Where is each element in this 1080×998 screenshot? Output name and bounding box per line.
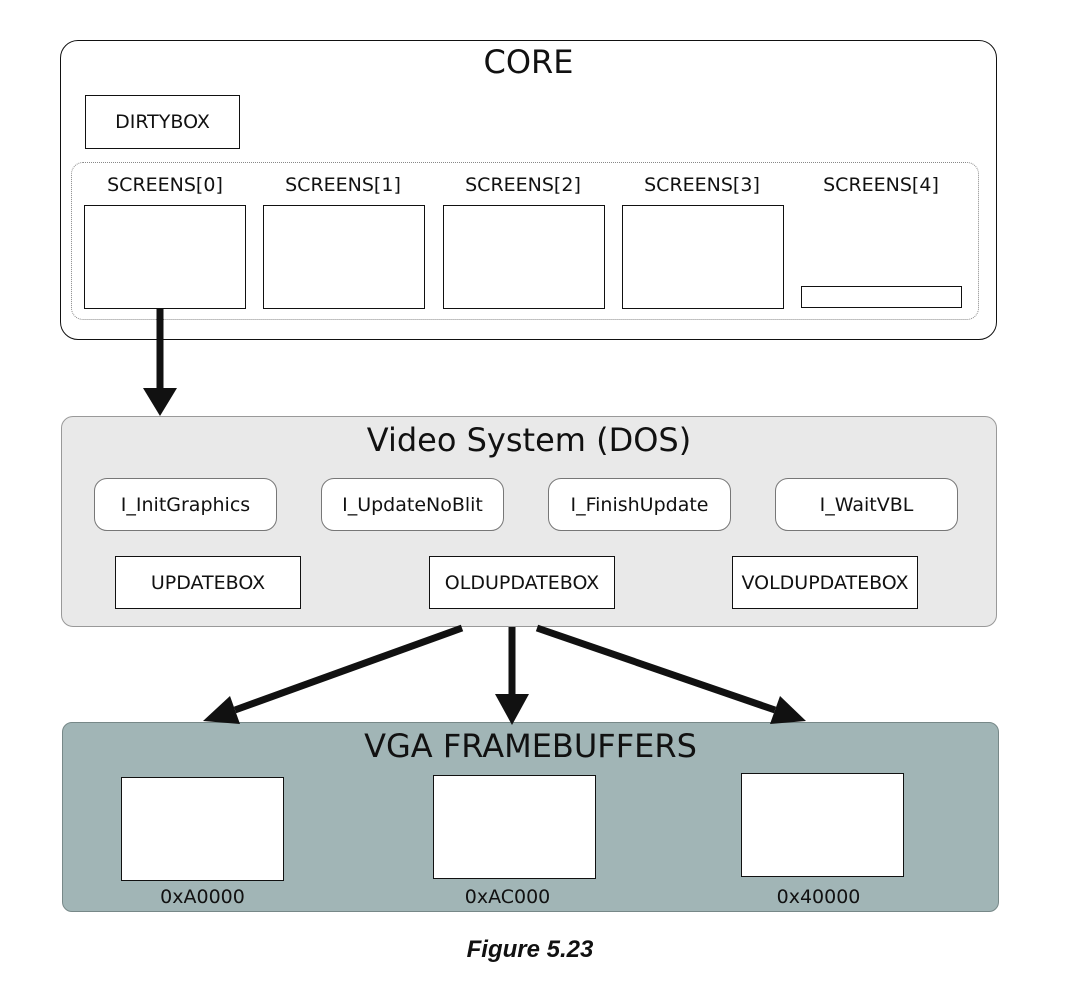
- arrow-video-to-framebuffer-2: [535, 624, 806, 724]
- screen-buffer-1: [263, 205, 425, 309]
- framebuffer-1: [433, 775, 596, 879]
- screens-4-label: SCREENS[4]: [823, 174, 939, 196]
- i-waitvbl-function: I_WaitVBL: [775, 478, 958, 531]
- arrow-video-to-framebuffer-1: [495, 627, 529, 725]
- screen-buffer-2: [443, 205, 605, 309]
- voldupdatebox: VOLDUPDATEBOX: [732, 556, 918, 609]
- i-finishupdate-function: I_FinishUpdate: [548, 478, 731, 531]
- video-system-title: Video System (DOS): [366, 421, 692, 459]
- screens-1-label: SCREENS[1]: [285, 174, 401, 196]
- framebuffer-2: [741, 773, 904, 877]
- i-updatenoblit-function: I_UpdateNoBlit: [321, 478, 504, 531]
- screens-0-label: SCREENS[0]: [107, 174, 223, 196]
- vga-framebuffers-title: VGA FRAMEBUFFERS: [364, 727, 697, 765]
- screens-2-label: SCREENS[2]: [465, 174, 581, 196]
- framebuffer-2-address: 0x40000: [776, 886, 861, 908]
- screens-group: [71, 162, 979, 320]
- screen-buffer-0: [84, 205, 246, 309]
- figure-caption: Figure 5.23: [466, 936, 594, 963]
- screen-buffer-3: [622, 205, 784, 309]
- core-title: CORE: [483, 43, 574, 81]
- arrow-core-to-video: [143, 308, 177, 416]
- dirtybox: DIRTYBOX: [85, 95, 240, 149]
- arrow-video-to-framebuffer-0: [203, 624, 464, 724]
- screen-buffer-4: [801, 286, 962, 308]
- framebuffer-1-address: 0xAC000: [464, 886, 551, 908]
- oldupdatebox: OLDUPDATEBOX: [429, 556, 615, 609]
- screens-3-label: SCREENS[3]: [644, 174, 760, 196]
- framebuffer-0-address: 0xA0000: [160, 886, 245, 908]
- framebuffer-0: [121, 777, 284, 881]
- i-initgraphics-function: I_InitGraphics: [94, 478, 277, 531]
- updatebox: UPDATEBOX: [115, 556, 301, 609]
